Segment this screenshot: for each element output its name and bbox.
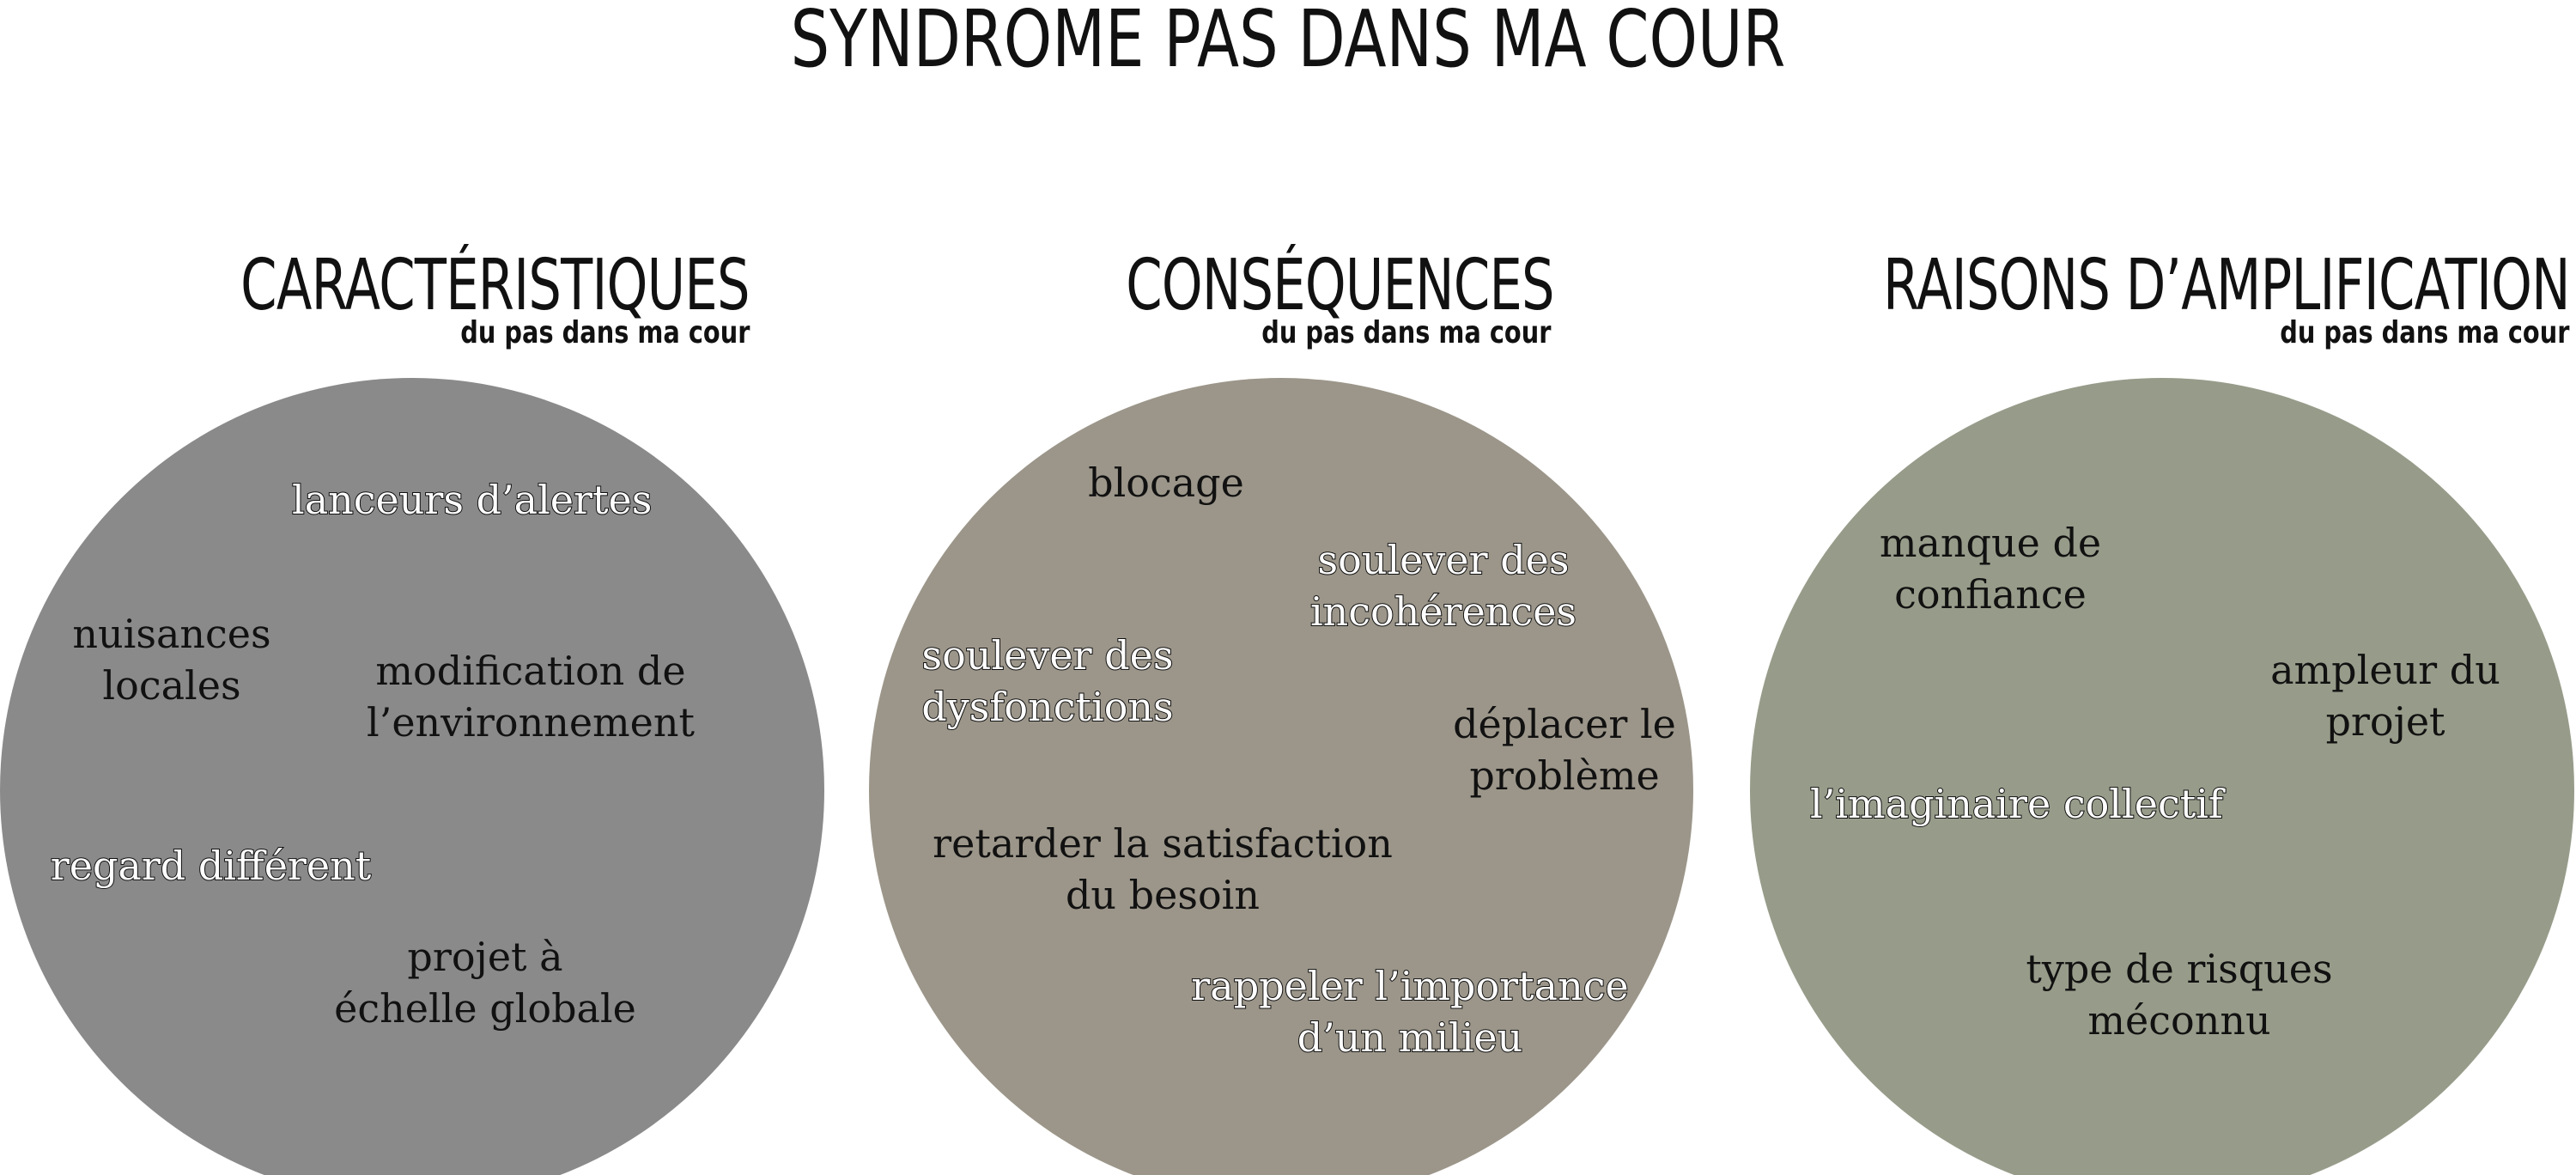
panel-subheading: du pas dans ma cour [2279,315,2569,350]
item-line: méconnu [2087,997,2271,1044]
item-line: l’imaginaire collectif [1809,780,2224,828]
item-line: dysfonctions [920,683,1174,731]
item-line: échelle globale [334,985,636,1032]
panel-consequences: CONSÉQUENCES du pas dans ma cour blocage… [869,0,1710,1175]
panel-circle [0,378,824,1175]
panel-caracteristiques: CARACTÉRISTIQUES du pas dans ma cour lan… [0,0,841,1175]
circle-item: blocage [1063,457,1269,508]
item-line: soulever des [1317,536,1571,584]
item-line: incohérences [1309,588,1577,636]
circle-item: rappeler l’importance d’un milieu [1178,960,1642,1063]
item-line: problème [1469,752,1660,799]
panel-circle [1750,378,2574,1175]
item-line: locales [102,662,241,709]
circle-item: regard différent [41,840,380,892]
circle-item: lanceurs d’alertes [291,474,653,526]
circle-item: déplacer le problème [1436,698,1693,801]
circle-item: nuisances locales [52,608,292,711]
item-line: lanceurs d’alertes [291,476,653,524]
panel-subheading: du pas dans ma cour [459,315,750,350]
item-line: du besoin [1065,872,1260,918]
circle-item: l’imaginaire collectif [1809,778,2224,830]
item-line: regard différent [50,842,373,890]
item-line: déplacer le [1453,701,1676,747]
circle-item: modification de l’environnement [359,645,702,748]
circle-item: type de risques méconnu [2008,943,2351,1046]
item-line: projet [2325,698,2445,745]
circle-item: projet à échelle globale [326,931,644,1034]
panel-circle [869,378,1693,1175]
item-line: confiance [1894,571,2087,618]
item-line: rappeler l’importance [1190,962,1629,1010]
item-line: soulever des [921,631,1175,679]
item-line: l’environnement [367,699,695,746]
item-line: type de risques [2026,946,2333,992]
item-line: modification de [375,648,686,694]
circle-item: soulever des incohérences [1289,534,1598,637]
panel-heading: CONSÉQUENCES [1126,245,1554,326]
item-line: projet à [407,934,563,980]
panel-heading: CARACTÉRISTIQUES [240,245,750,326]
circle-item: retarder la satisfaction du besoin [905,818,1420,921]
page-title: SYNDROME PAS DANS MA COUR [790,0,1786,85]
item-line: blocage [1088,460,1244,506]
item-line: manque de [1879,520,2102,566]
circle-item: manque de confiance [1853,517,2128,620]
item-line: nuisances [72,611,271,657]
circle-item: soulever des dysfonctions [910,630,1185,733]
panel-subheading: du pas dans ma cour [1261,315,1551,350]
panel-raisons-amplification: RAISONS D’AMPLIFICATION du pas dans ma c… [1750,0,2576,1175]
item-line: d’un milieu [1297,1014,1524,1062]
circle-item: ampleur du projet [2257,644,2514,747]
panel-heading: RAISONS D’AMPLIFICATION [1883,245,2571,326]
item-line: retarder la satisfaction [933,820,1393,867]
item-line: ampleur du [2270,647,2500,693]
